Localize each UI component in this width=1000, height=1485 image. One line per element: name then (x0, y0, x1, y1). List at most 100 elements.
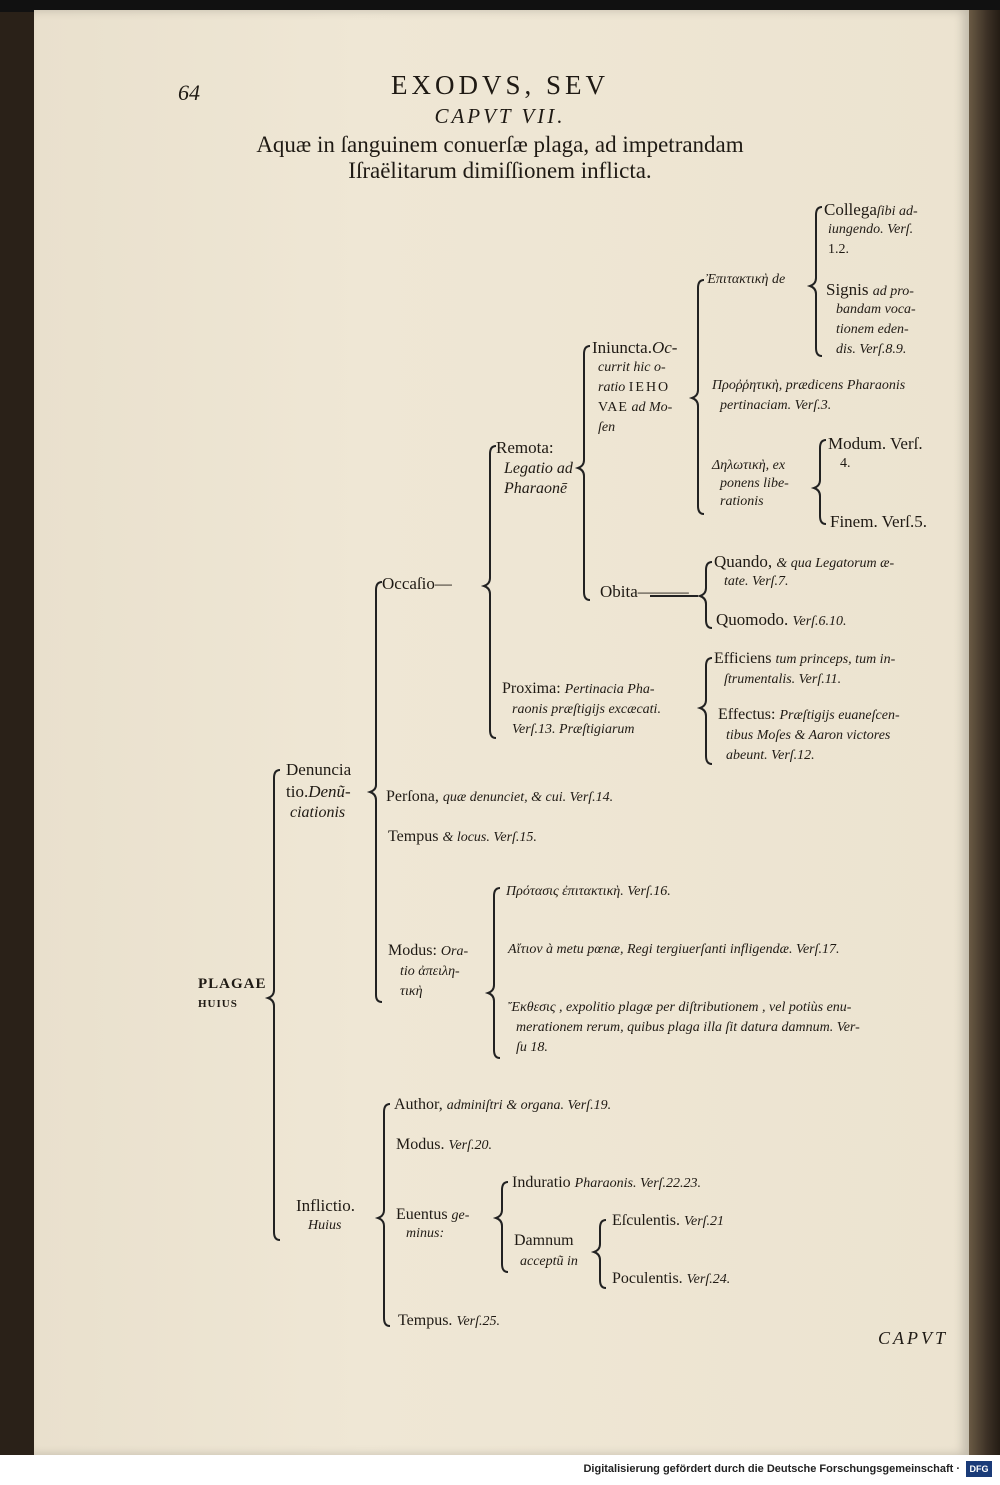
author-ref: adminiſtri & organa. Verſ.19. (446, 1098, 612, 1113)
root-node: PLAGAE huius (198, 975, 267, 1013)
modus-line-2: tio ἀπειλη- (400, 964, 460, 979)
quando-line-1-text: Quando, (714, 552, 773, 571)
iniuncta-line-3-caps: IEHO (628, 380, 671, 395)
collega-line-2: iungendo. Verſ. (828, 222, 914, 237)
footer-bar: Digitalisierung gefördert durch die Deut… (0, 1455, 1000, 1485)
inflictio-bracket (374, 1103, 391, 1327)
tempus-locus-ref: & locus. Verſ.15. (442, 830, 537, 845)
scan-top-edge (0, 0, 1000, 12)
page-number: 64 (178, 80, 200, 105)
remota-bracket (574, 345, 591, 601)
iniuncta-line-5: ſen (598, 420, 616, 435)
ecthesis-line-1: Ἔκθεσις , expolitio plagæ per diſtributi… (508, 1000, 852, 1015)
euentus-line-2: minus: (406, 1226, 445, 1241)
efficiens-line-1-italic: tum princeps, tum in- (775, 652, 896, 667)
proxima-line-1-italic: Pertinacia Pha- (564, 682, 655, 697)
modus-line-1-italic: Ora- (440, 944, 469, 959)
collega-line-1: Collegaſibi ad- (824, 200, 918, 220)
denunciatio-line-2-italic: Denũ- (308, 782, 351, 801)
epitactice-bracket (806, 206, 823, 357)
quando-line-1: Quando, & qua Legatorum æ- (714, 552, 894, 572)
footer-text: Digitalisierung gefördert durch die Deut… (583, 1463, 960, 1475)
modus-line-1: Modus: Ora- (388, 942, 468, 960)
iniuncta-line-4-caps: VAE (598, 400, 628, 415)
signis-line-3: tionem eden- (836, 322, 909, 337)
remota-line-1: Remota: (496, 438, 554, 457)
inflictio-line-2: Huius (308, 1218, 342, 1233)
iniuncta-line-3-italic: ratio (598, 380, 626, 395)
proxima-line-3: Verſ.13. Præſtigiarum (512, 722, 635, 737)
poculentis-ref: Verſ.24. (686, 1272, 731, 1287)
efficiens-line-1: Efficiens tum princeps, tum in- (714, 650, 895, 668)
iniuncta-line-1-italic: Oc- (651, 338, 678, 357)
collega-line-3: 1.2. (828, 242, 849, 257)
esculentis-ref: Verſ.21 (683, 1214, 725, 1229)
chapter-subtitle-line-1: Aquæ in ſanguinem conuerſæ plaga, ad imp… (256, 132, 744, 157)
signis-line-2: bandam voca- (836, 302, 916, 317)
root-label: PLAGAE (198, 976, 267, 992)
esculentis-text: Eſculentis. (612, 1212, 680, 1229)
persona-ref: quæ denunciet, & cui. Verſ.14. (442, 790, 614, 805)
modus2-label: Modus. Verſ.20. (396, 1136, 492, 1154)
prorrhetice-line-2: pertinaciam. Verſ.3. (720, 398, 832, 413)
proxima-line-2: raonis præſtigijs excæcati. (512, 702, 661, 717)
persona-text: Perſona, (386, 788, 439, 805)
ecthesis-line-2: merationem rerum, quibus plaga illa ſit … (516, 1020, 860, 1035)
chapter-heading: CAPVT VII. (434, 104, 566, 128)
denunciatio-line-2-text: tio. (286, 782, 309, 801)
effectus-line-1-italic: Præſtigijs euaneſcen- (779, 708, 900, 723)
esculentis-label: Eſculentis. Verſ.21 (612, 1212, 724, 1230)
author-label: Author, adminiſtri & organa. Verſ.19. (394, 1096, 611, 1114)
signis-line-1-text: Signis (826, 280, 869, 299)
induratio-label: Induratio Pharaonis. Verſ.22.23. (512, 1174, 701, 1192)
modus-bracket (484, 887, 501, 1059)
effectus-line-1: Effectus: Præſtigijs euaneſcen- (718, 706, 900, 724)
inflictio-line-1: Inflictio. (296, 1196, 356, 1215)
modus-line-1-text: Modus: (388, 942, 437, 959)
chapter-subtitle-line-2: Iſraëlitarum dimiſſionem inflicta. (348, 158, 652, 183)
iniuncta-line-1-text: Iniuncta. (592, 338, 652, 357)
catchword: CAPVT (878, 1328, 949, 1348)
modus-line-3: τικὴ (400, 984, 423, 999)
aition-label: Αἴτιον à metu pœnæ, Regi tergiuerſanti i… (508, 942, 840, 957)
damnum-line-1: Damnum (514, 1232, 574, 1249)
damnum-line-2: acceptũ in (520, 1254, 578, 1269)
signis-line-1: Signis ad pro- (826, 280, 914, 300)
damnum-bracket (590, 1219, 607, 1289)
running-title: EXODVS, SEV (390, 70, 609, 100)
persona-label: Perſona, quæ denunciet, & cui. Verſ.14. (386, 788, 613, 806)
signis-line-1-italic: ad pro- (872, 284, 914, 299)
deloticae-line-2: ponens libe- (720, 476, 789, 491)
dfg-logo-icon: DFG (966, 1461, 992, 1477)
quomodo-text: Quomodo. (716, 610, 789, 629)
euentus-line-1-italic: ge- (451, 1208, 470, 1223)
tempus-locus-text: Tempus (388, 828, 439, 845)
denunciatio-line-2: tio.Denũ- (286, 782, 351, 802)
deloticae-line-3: rationis (720, 494, 764, 509)
deloticae-bracket (810, 439, 827, 525)
finem-label: Finem. Verſ.5. (830, 512, 927, 531)
obita-label: Obita——— (600, 582, 689, 601)
tempus2-label: Tempus. Verſ.25. (398, 1312, 500, 1330)
effectus-line-1-text: Effectus: (718, 706, 776, 723)
book-spine (969, 10, 1000, 1455)
iniuncta-bracket (688, 279, 705, 515)
denunciatio-bracket (366, 581, 383, 1003)
effectus-line-3: abeunt. Verſ.12. (726, 748, 815, 763)
obita-bracket (696, 561, 713, 629)
euentus-line-1: Euentus ge- (396, 1206, 469, 1224)
denunciatio-line-3: ciationis (290, 804, 346, 821)
iniuncta-line-4: VAE ad Mo- (598, 400, 672, 416)
modus2-ref: Verſ.20. (448, 1138, 493, 1153)
iniuncta-line-4-italic: ad Mo- (631, 400, 673, 415)
signis-line-4: dis. Verſ.8.9. (836, 342, 907, 357)
modum-line-2: 4. (840, 456, 851, 471)
author-text: Author, (394, 1096, 443, 1113)
iniuncta-line-2: currit hic o- (598, 360, 666, 375)
proxima-line-1: Proxima: Pertinacia Pha- (502, 680, 654, 698)
tempus-locus-label: Tempus & locus. Verſ.15. (388, 828, 537, 846)
epitactice-label: Ἐπιτακτικὴ de (706, 272, 786, 287)
efficiens-line-2: ſtrumentalis. Verſ.11. (724, 672, 842, 687)
poculentis-label: Poculentis. Verſ.24. (612, 1270, 730, 1288)
effectus-line-2: tibus Moſes & Aaron victores (726, 728, 891, 743)
